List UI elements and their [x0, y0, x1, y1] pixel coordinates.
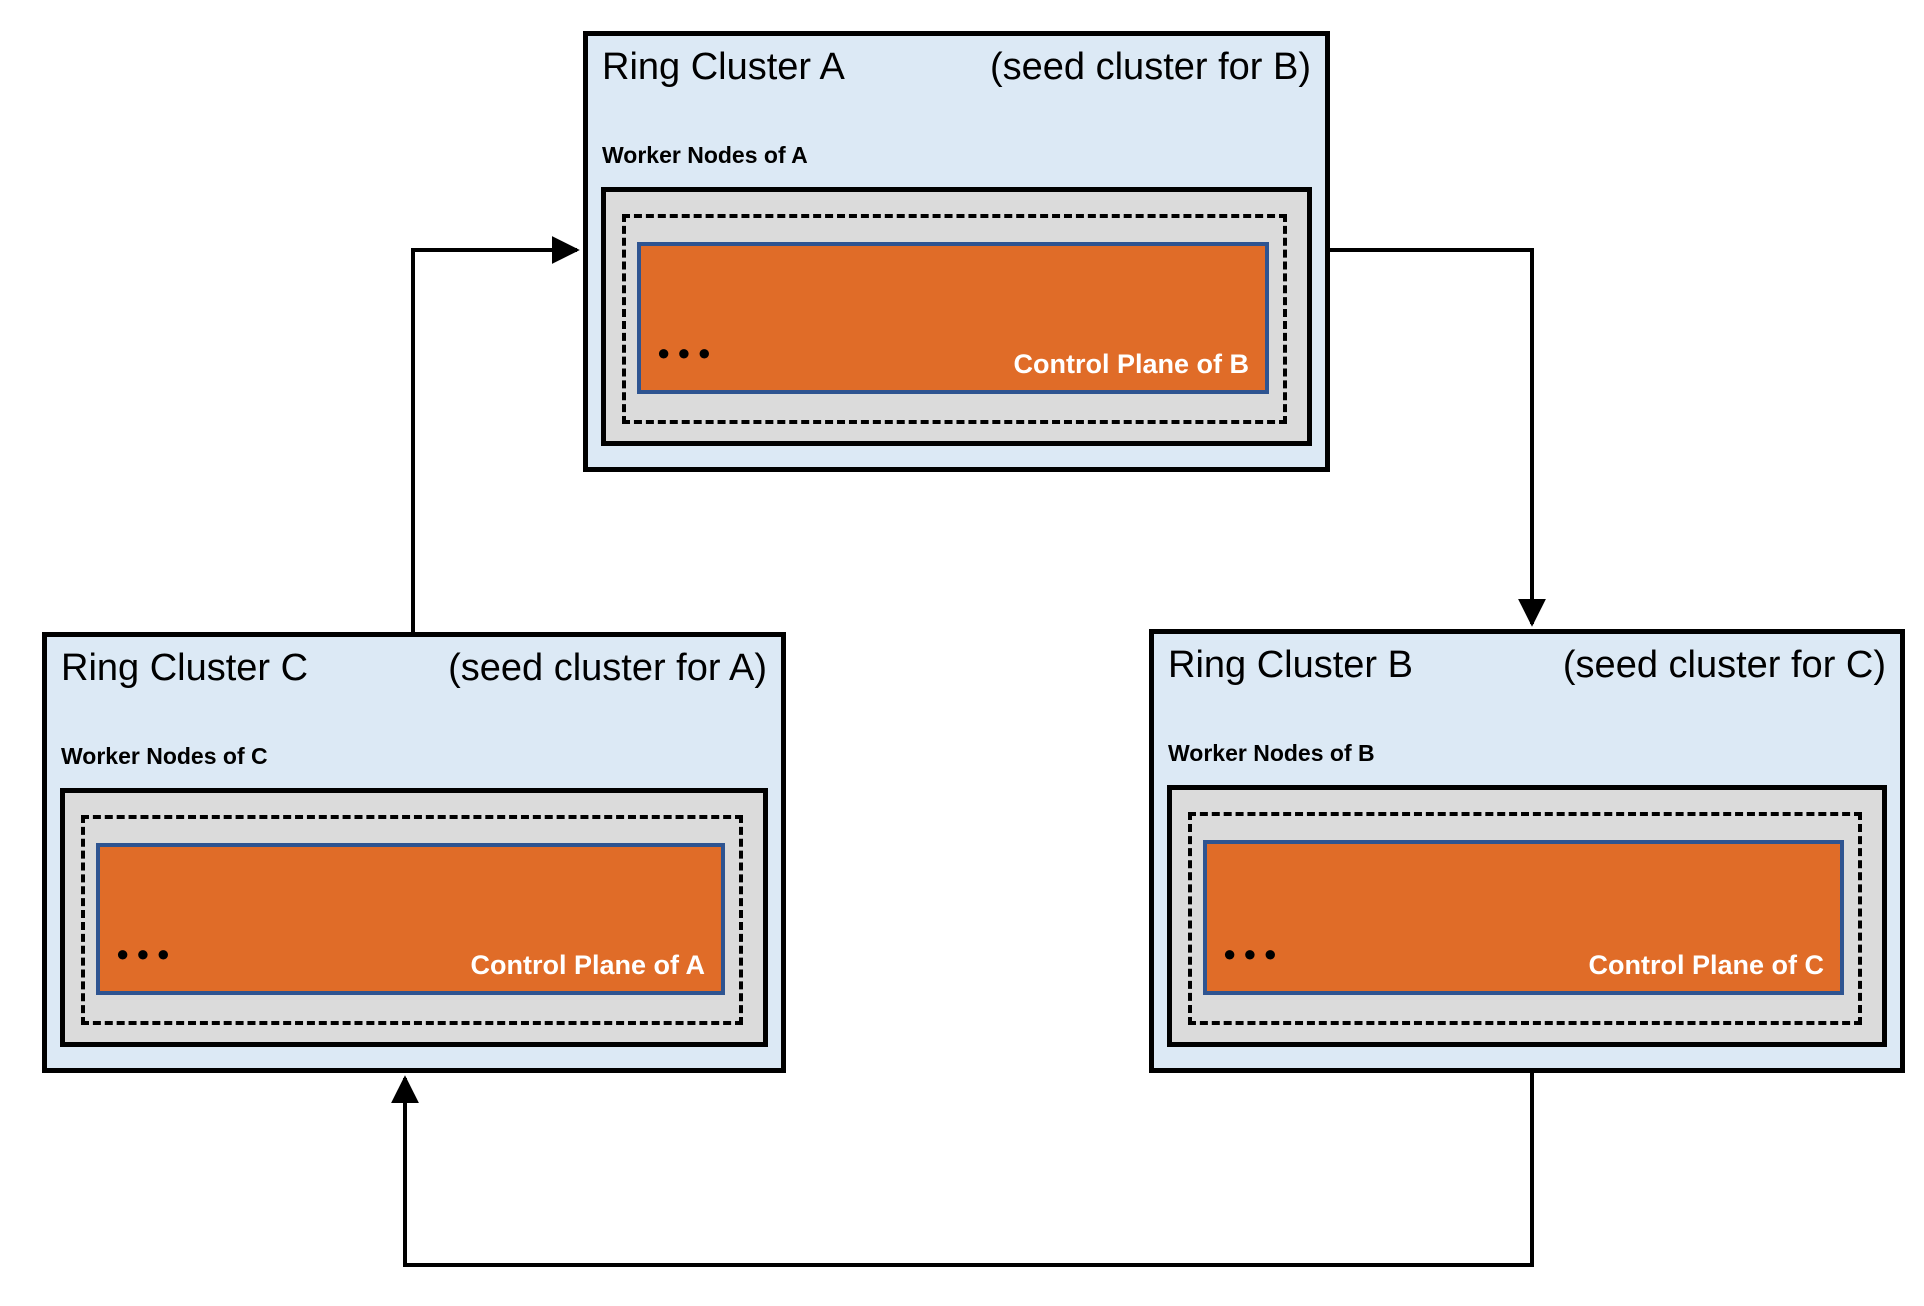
arrow-b-to-c	[391, 1073, 1534, 1267]
ring-cluster-a-title-row: Ring Cluster A (seed cluster for B)	[602, 44, 1311, 92]
ring-cluster-b-seed-note: (seed cluster for C)	[1562, 644, 1886, 686]
ring-cluster-a-title: Ring Cluster A	[602, 46, 845, 88]
ring-cluster-b-control-plane-label: Control Plane of C	[1588, 950, 1825, 980]
ring-cluster-a-dashed-region: ●●● Control Plane of B	[622, 214, 1287, 424]
ring-cluster-b-title: Ring Cluster B	[1168, 644, 1413, 686]
ring-cluster-c-seed-note: (seed cluster for A)	[448, 647, 767, 689]
ring-cluster-b-workers-label: Worker Nodes of B	[1168, 740, 1375, 766]
ellipsis-dots: ●●●	[116, 941, 177, 966]
arrow-c-to-a	[411, 236, 580, 632]
ellipsis-dots: ●●●	[1223, 941, 1284, 966]
ring-cluster-a-control-plane-label: Control Plane of B	[1013, 349, 1250, 379]
ring-cluster-c-hosted-control-plane-box: ●●● Control Plane of A	[96, 843, 725, 995]
arrow-a-to-b	[1330, 248, 1546, 627]
ring-cluster-c-box: Ring Cluster C (seed cluster for A) Work…	[42, 632, 786, 1073]
ring-cluster-a-workers-label: Worker Nodes of A	[602, 142, 808, 168]
ring-cluster-a-hosted-control-plane-box: ●●● Control Plane of B	[637, 242, 1269, 394]
ring-cluster-b-hosted-control-plane-box: ●●● Control Plane of C	[1203, 840, 1844, 995]
ring-cluster-a-seed-note: (seed cluster for B)	[990, 46, 1311, 88]
ring-cluster-b-dashed-region: ●●● Control Plane of C	[1188, 812, 1862, 1025]
ring-cluster-a-box: Ring Cluster A (seed cluster for B) Work…	[583, 31, 1330, 472]
ring-cluster-c-workers-label: Worker Nodes of C	[61, 743, 268, 769]
ring-cluster-b-box: Ring Cluster B (seed cluster for C) Work…	[1149, 629, 1905, 1073]
ring-cluster-c-title: Ring Cluster C	[61, 647, 309, 689]
ring-cluster-a-worker-nodes-box: ●●● Control Plane of B	[601, 187, 1312, 446]
ring-cluster-c-title-row: Ring Cluster C (seed cluster for A)	[61, 645, 767, 693]
ring-cluster-b-title-row: Ring Cluster B (seed cluster for C)	[1168, 642, 1886, 690]
ellipsis-dots: ●●●	[657, 340, 718, 365]
ring-cluster-c-worker-nodes-box: ●●● Control Plane of A	[60, 788, 768, 1047]
ring-cluster-c-control-plane-label: Control Plane of A	[470, 950, 706, 980]
ring-cluster-c-dashed-region: ●●● Control Plane of A	[81, 815, 743, 1025]
ring-cluster-b-worker-nodes-box: ●●● Control Plane of C	[1167, 785, 1887, 1047]
